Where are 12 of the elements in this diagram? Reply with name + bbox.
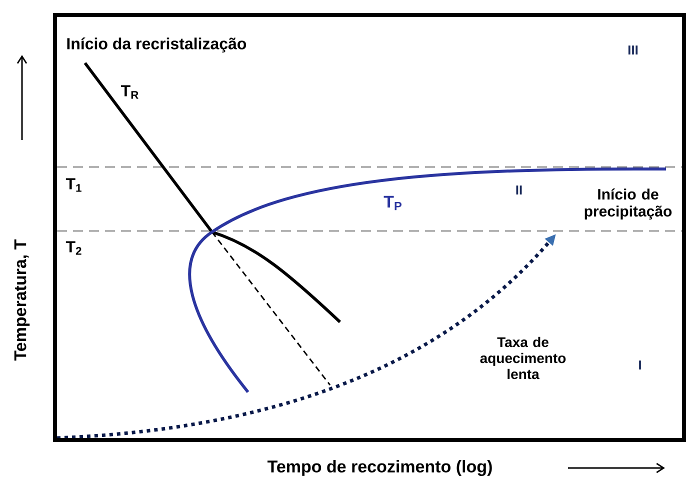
axis-label: Tempo de recozimento (log) (267, 460, 492, 476)
temperature-label: T$_{2}$ (66, 241, 82, 255)
region-label: I (639, 360, 641, 370)
annotation: Início da recristalização (67, 37, 246, 53)
axis-label: Temperatura, T (14, 239, 30, 361)
annotation: Início de precipitação (584, 188, 672, 220)
region-label: III (628, 46, 638, 54)
temperature-label: T$_{1}$ (66, 178, 82, 192)
annotation: Taxa de aquecimento lenta (480, 336, 566, 380)
curve-label: T$_{P}$ (384, 196, 402, 210)
curve-label: T$_{R}$ (121, 85, 138, 99)
region-label: II (516, 186, 522, 194)
